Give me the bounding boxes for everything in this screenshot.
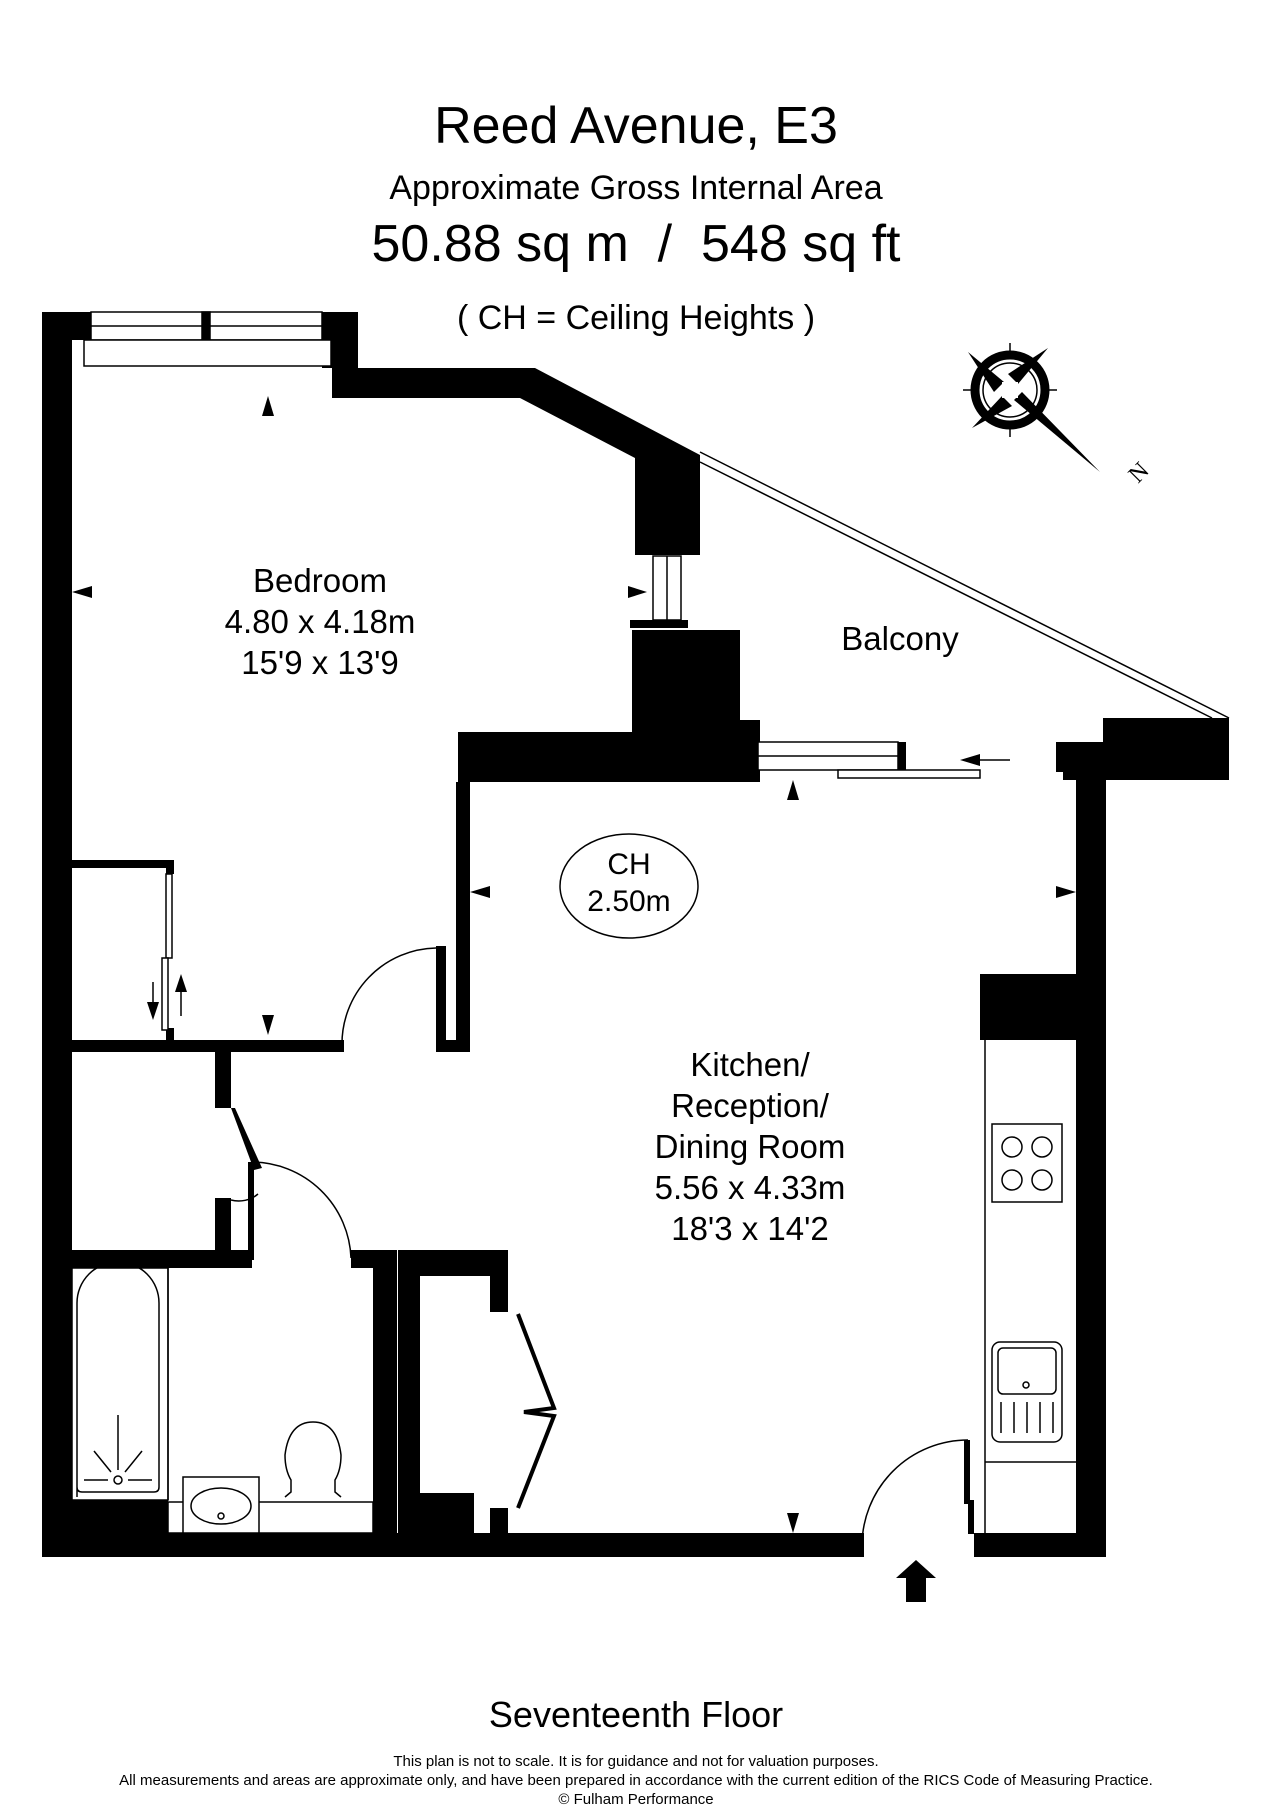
- copyright: © Fulham Performance: [558, 1791, 714, 1808]
- ceiling-height-legend: ( CH = Ceiling Heights ): [456, 299, 816, 337]
- balcony-label: Balcony: [780, 618, 1020, 659]
- entrance-arrow-icon: [896, 1560, 936, 1602]
- ceiling-height-value: 2.50m: [587, 885, 671, 918]
- bedroom-label: Bedroom 4.80 x 4.18m 15'9 x 13'9: [170, 560, 470, 683]
- wardrobe-sliding-doors: [161, 873, 173, 1031]
- kitchen-name-line1: Kitchen/: [690, 1046, 810, 1083]
- hob-icon: [991, 1123, 1063, 1203]
- basin-icon: [182, 1476, 260, 1534]
- windows: [83, 311, 981, 779]
- area-subtitle: Approximate Gross Internal Area: [389, 169, 883, 207]
- ceiling-height-badge: CH 2.50m: [556, 838, 702, 942]
- disclaimer-measurements: All measurements and areas are approxima…: [119, 1772, 1153, 1789]
- kitchen-fixtures: [984, 1040, 1076, 1533]
- kitchen-name-line3: Dining Room: [654, 1128, 846, 1165]
- compass-rose-icon: [963, 343, 1100, 472]
- bathtub-icon: [76, 1261, 160, 1497]
- walls: [42, 312, 1229, 1557]
- balcony-railing: [699, 451, 1230, 719]
- property-title: Reed Avenue, E3: [434, 97, 838, 155]
- bedroom-imperial: 15'9 x 13'9: [241, 644, 399, 681]
- doors: [230, 947, 969, 1547]
- kitchen-imperial: 18'3 x 14'2: [671, 1210, 829, 1247]
- disclaimer-scale: This plan is not to scale. It is for gui…: [393, 1753, 879, 1770]
- floor-name: Seventeenth Floor: [488, 1694, 784, 1735]
- kitchen-metric: 5.56 x 4.33m: [654, 1169, 846, 1206]
- ceiling-height-label: CH: [607, 848, 651, 881]
- toilet-icon: [284, 1421, 342, 1498]
- compass-north-label: N: [1124, 458, 1155, 489]
- ceiling-height-badge-outline: [559, 833, 699, 939]
- balcony-name: Balcony: [841, 620, 959, 657]
- dimension-markers: [72, 396, 1076, 1533]
- bedroom-metric: 4.80 x 4.18m: [224, 603, 416, 640]
- sink-icon: [991, 1341, 1063, 1443]
- kitchen-label: Kitchen/ Reception/ Dining Room 5.56 x 4…: [600, 1044, 900, 1249]
- bathroom-fixtures: [71, 1261, 374, 1534]
- kitchen-name-line2: Reception/: [671, 1087, 829, 1124]
- bedroom-name: Bedroom: [253, 562, 387, 599]
- gross-area-value: 50.88 sq m / 548 sq ft: [371, 215, 901, 273]
- cupboard-bifold-door: [516, 1313, 557, 1509]
